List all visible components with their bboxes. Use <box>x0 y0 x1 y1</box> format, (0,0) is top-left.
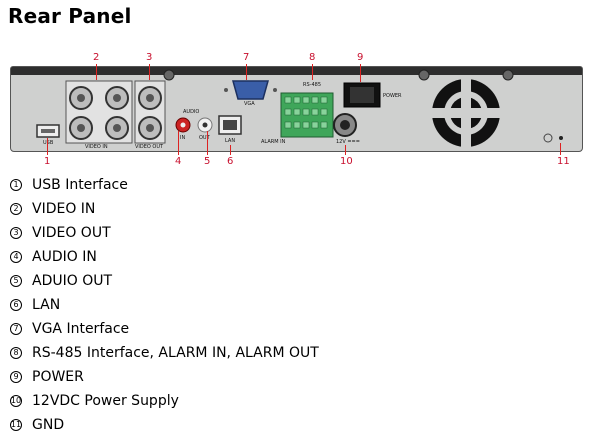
legend-marker: 10 <box>10 395 22 407</box>
rs485-label: RS-485 <box>303 82 321 88</box>
screw <box>502 69 514 81</box>
legend-marker: 7 <box>10 323 22 335</box>
legend-text: RS-485 Interface, ALARM IN, ALARM OUT <box>32 345 319 361</box>
callout-5: 5 <box>204 156 211 167</box>
rear-panel-illustration: USB VIDEO IN VIDEO OUT AUDIO IN OUT LAN … <box>10 66 583 152</box>
vga-label: VGA <box>244 101 255 107</box>
rs485-alarm-terminal-block <box>280 92 334 138</box>
legend-marker: 5 <box>10 275 22 287</box>
callout-2: 2 <box>93 52 100 63</box>
video-in-bnc-group <box>65 80 133 144</box>
legend-text: LAN <box>32 297 61 313</box>
lan-port <box>218 115 242 135</box>
callout-line-9 <box>360 64 361 82</box>
fan-grille <box>432 79 500 147</box>
video-out-bnc-group <box>134 80 166 144</box>
legend-item: 3 VIDEO OUT <box>10 221 319 245</box>
audio-rca-jacks <box>175 117 213 133</box>
legend-text: ADUIO OUT <box>32 273 113 289</box>
legend-marker: 1 <box>10 179 22 191</box>
callout-line-4 <box>178 131 179 155</box>
callout-line-8 <box>312 64 313 80</box>
panel-drawing <box>36 69 563 147</box>
screw <box>418 69 430 81</box>
legend-marker: 3 <box>10 227 22 239</box>
callout-line-2 <box>96 64 97 80</box>
legend-text: 12VDC Power Supply <box>32 393 179 409</box>
callout-8: 8 <box>309 52 316 63</box>
power-switch <box>343 82 381 108</box>
lan-label: LAN <box>225 138 236 144</box>
callout-3: 3 <box>146 52 153 63</box>
callout-9: 9 <box>357 52 364 63</box>
legend-item: 10 12VDC Power Supply <box>10 389 319 413</box>
legend-item: 6 LAN <box>10 293 319 317</box>
legend-text: VIDEO IN <box>32 201 96 217</box>
callout-line-6 <box>230 145 231 155</box>
dc-label: 12V === <box>336 139 360 145</box>
callout-7: 7 <box>243 52 250 63</box>
audio-in-label: IN <box>180 135 186 141</box>
legend-item: 11 GND <box>10 413 319 437</box>
callout-11: 11 <box>557 156 570 167</box>
legend-marker: 11 <box>10 419 22 431</box>
legend-text: VIDEO OUT <box>32 225 111 241</box>
legend-marker: 8 <box>10 347 22 359</box>
callout-10: 10 <box>340 156 353 167</box>
video-in-label: VIDEO IN <box>85 144 108 150</box>
callout-4: 4 <box>175 156 182 167</box>
video-out-label: VIDEO OUT <box>135 144 164 150</box>
power-label: POWER <box>383 93 402 99</box>
legend-text: AUDIO IN <box>32 249 97 265</box>
legend-marker: 6 <box>10 299 22 311</box>
callout-line-10 <box>345 145 346 155</box>
legend-item: 1 USB Interface <box>10 173 319 197</box>
screw <box>163 69 175 81</box>
callout-line-1 <box>47 138 48 155</box>
legend-item: 9 POWER <box>10 365 319 389</box>
audio-label: AUDIO <box>183 109 200 115</box>
callout-6: 6 <box>227 156 234 167</box>
legend-item: 2 VIDEO IN <box>10 197 319 221</box>
callout-line-11 <box>560 143 561 155</box>
legend-item: 7 VGA Interface <box>10 317 319 341</box>
legend-text: USB Interface <box>32 177 128 193</box>
callout-line-7 <box>246 64 247 80</box>
alarm-in-label: ALARM IN <box>261 139 286 145</box>
page-title: Rear Panel <box>8 4 132 28</box>
legend-item: 5 ADUIO OUT <box>10 269 319 293</box>
dc-power-jack <box>333 113 357 137</box>
callout-line-5 <box>207 131 208 155</box>
callout-line-3 <box>149 64 150 80</box>
usb-port <box>36 124 60 138</box>
audio-out-label: OUT <box>199 135 210 141</box>
ground-terminal <box>543 133 563 143</box>
vga-port <box>224 80 277 100</box>
legend-marker: 2 <box>10 203 22 215</box>
legend-marker: 9 <box>10 371 22 383</box>
legend-item: 4 AUDIO IN <box>10 245 319 269</box>
legend-item: 8 RS-485 Interface, ALARM IN, ALARM OUT <box>10 341 319 365</box>
legend-text: GND <box>32 417 65 433</box>
callout-1: 1 <box>44 156 51 167</box>
rear-panel-legend: 1 USB Interface 2 VIDEO IN 3 VIDEO OUT 4 AUD… <box>10 173 319 437</box>
legend-marker: 4 <box>10 251 22 263</box>
legend-text: POWER <box>32 369 84 385</box>
legend-text: VGA Interface <box>32 321 130 337</box>
usb-label: USB <box>43 140 54 146</box>
